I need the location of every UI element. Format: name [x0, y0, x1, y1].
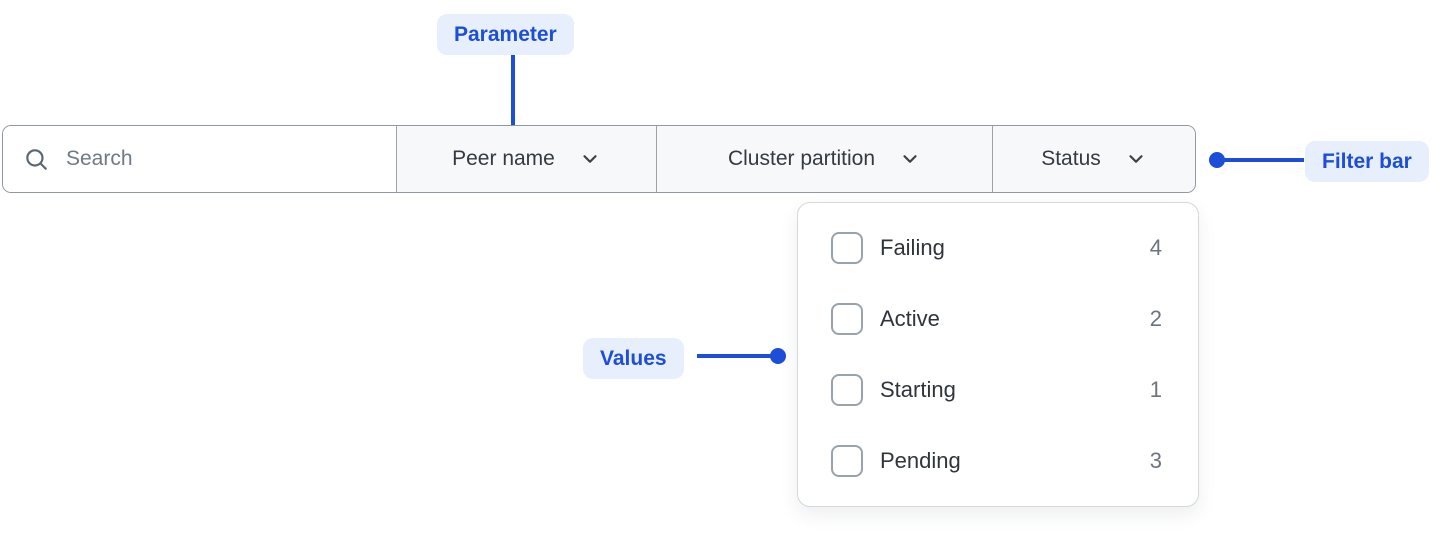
- filter-bar-connector-line: [1222, 158, 1304, 162]
- status-option-count: 1: [1149, 376, 1162, 402]
- checkbox[interactable]: [831, 303, 863, 336]
- chevron-down-icon: [579, 148, 601, 170]
- dropdown-status-label: Status: [1041, 147, 1101, 170]
- filter-bar: Peer name Cluster partition Status: [2, 125, 1196, 193]
- search-icon: [23, 146, 49, 172]
- chevron-down-icon: [1125, 148, 1147, 170]
- dropdown-cluster-partition[interactable]: Cluster partition: [656, 126, 992, 192]
- checkbox[interactable]: [831, 373, 863, 406]
- search-input[interactable]: [66, 147, 376, 171]
- dropdown-peer-name-label: Peer name: [452, 147, 555, 170]
- checkbox[interactable]: [831, 232, 863, 265]
- values-connector-line: [697, 354, 773, 358]
- status-option-label: Pending: [880, 447, 961, 473]
- annotation-filter-bar-badge: Filter bar: [1305, 141, 1429, 183]
- status-option-count: 4: [1149, 235, 1162, 261]
- status-option-failing[interactable]: Failing 4: [831, 213, 1162, 284]
- annotation-parameter-badge: Parameter: [437, 14, 574, 56]
- status-option-label: Active: [880, 306, 940, 332]
- status-option-count: 2: [1149, 306, 1162, 332]
- status-option-active[interactable]: Active 2: [831, 284, 1162, 355]
- filter-bar-connector-dot: [1209, 152, 1225, 168]
- values-connector-dot: [770, 348, 786, 364]
- dropdown-status[interactable]: Status: [992, 126, 1195, 192]
- search-section[interactable]: [3, 126, 396, 192]
- status-option-count: 3: [1149, 447, 1162, 473]
- status-option-pending[interactable]: Pending 3: [831, 425, 1162, 496]
- status-option-label: Failing: [880, 235, 945, 261]
- dropdown-peer-name[interactable]: Peer name: [396, 126, 656, 192]
- chevron-down-icon: [899, 148, 921, 170]
- checkbox[interactable]: [831, 444, 863, 477]
- dropdown-cluster-partition-label: Cluster partition: [727, 147, 876, 170]
- status-option-starting[interactable]: Starting 1: [831, 355, 1162, 426]
- status-dropdown-panel: Failing 4 Active 2 Starting 1 Pending 3: [797, 202, 1199, 507]
- annotation-values-badge: Values: [583, 338, 684, 380]
- status-option-label: Starting: [880, 376, 956, 402]
- parameter-connector-line: [511, 55, 515, 138]
